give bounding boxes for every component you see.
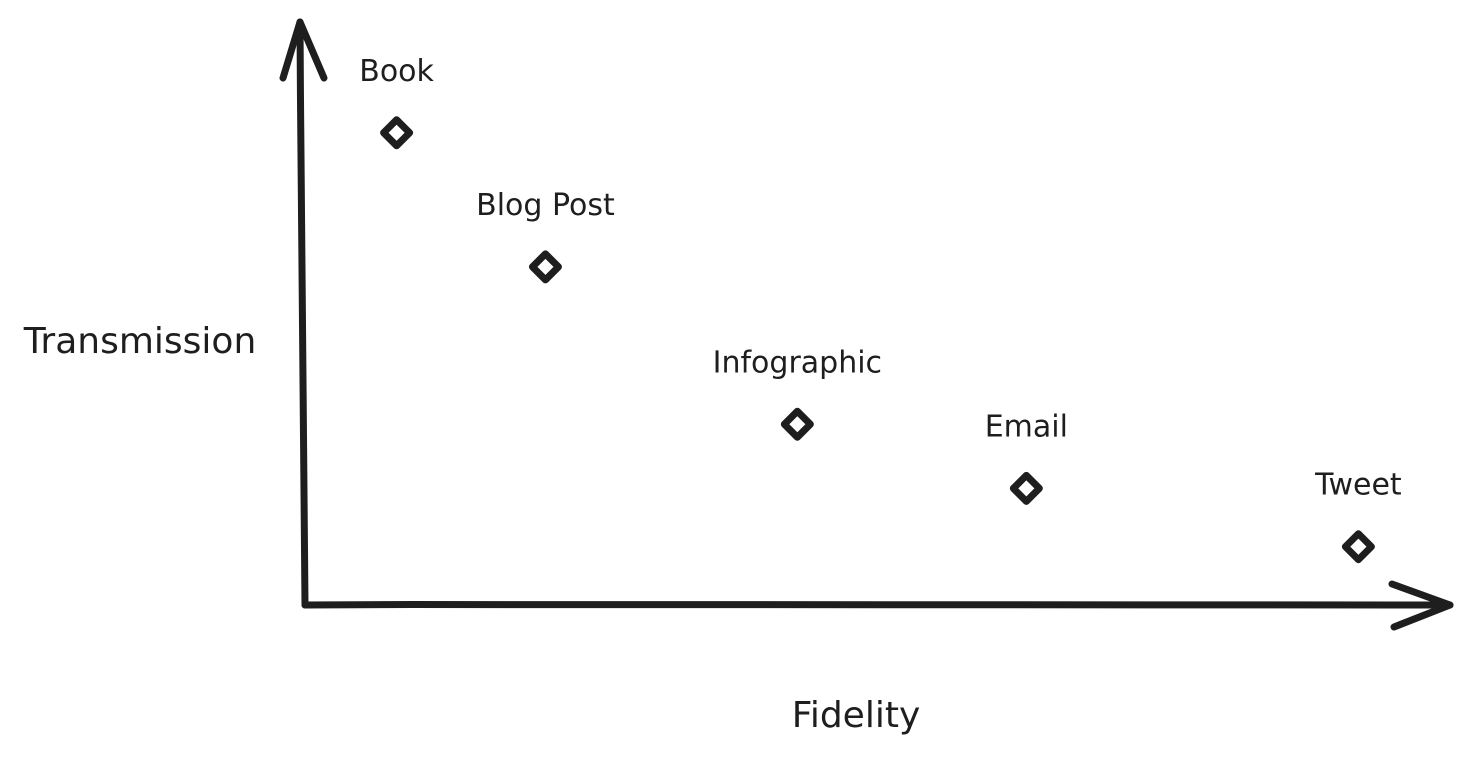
data-point-blog-post: Blog Post <box>476 188 615 284</box>
y-axis-label: Transmission <box>23 321 257 362</box>
x-axis-arrow-icon <box>1388 580 1454 631</box>
diamond-marker-email <box>1009 471 1043 505</box>
diamond-marker-infographic <box>780 407 814 441</box>
point-label-infographic: Infographic <box>713 345 882 380</box>
data-point-email: Email <box>985 409 1068 505</box>
point-label-tweet: Tweet <box>1314 468 1402 503</box>
diamond-marker-book <box>380 116 414 150</box>
diamond-marker-blog-post <box>528 250 562 284</box>
point-label-blog-post: Blog Post <box>476 188 615 223</box>
x-axis-line <box>301 600 1454 609</box>
point-label-email: Email <box>985 409 1068 444</box>
x-axis-label: Fidelity <box>792 695 921 736</box>
data-point-tweet: Tweet <box>1314 468 1402 564</box>
point-label-book: Book <box>359 54 434 89</box>
diamond-marker-tweet <box>1341 530 1375 564</box>
y-axis-arrow-icon <box>279 18 328 82</box>
x-axis <box>301 580 1454 631</box>
y-axis <box>279 18 328 609</box>
y-axis-line <box>296 18 309 609</box>
data-point-infographic: Infographic <box>713 345 882 441</box>
data-point-book: Book <box>359 54 435 150</box>
